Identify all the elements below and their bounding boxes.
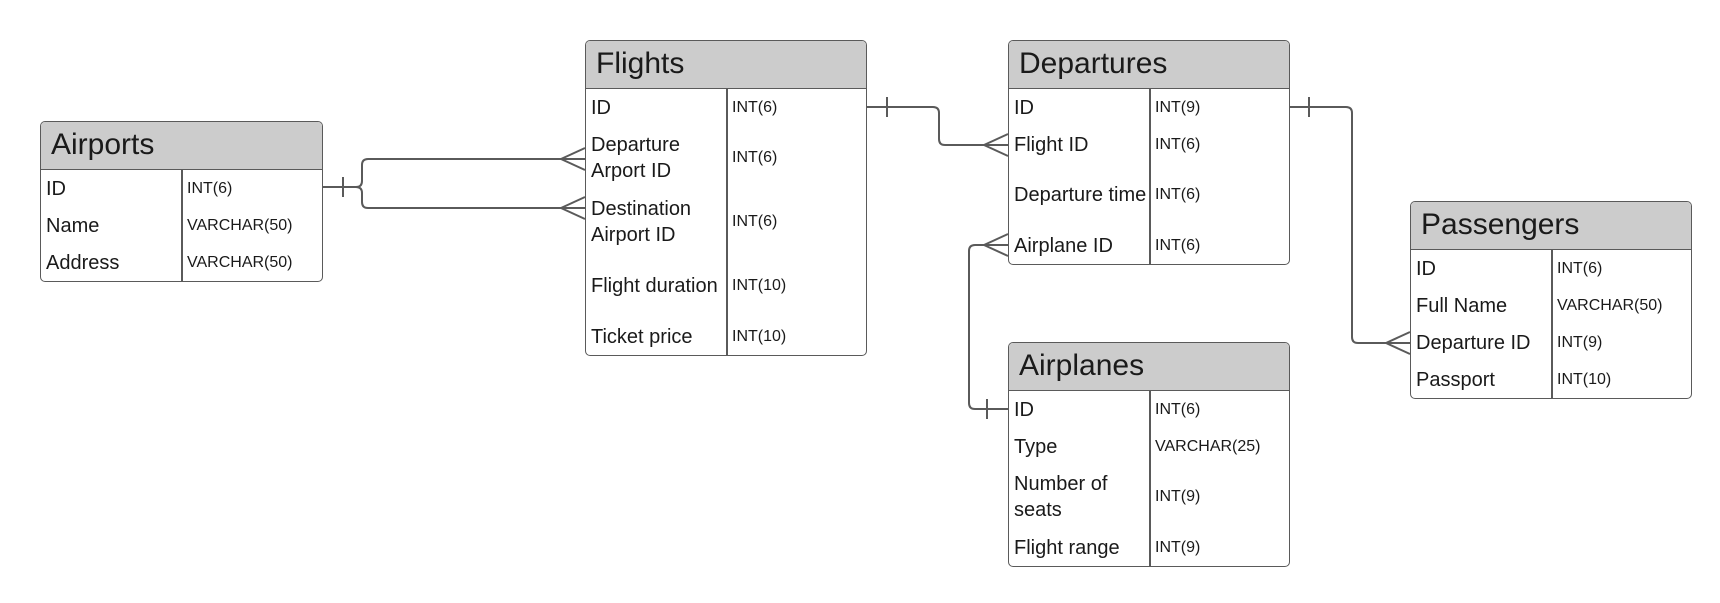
entity-airplanes: Airplanes ID INT(6) Type VARCHAR(25) Num… — [1008, 342, 1290, 567]
field-list: ID INT(6) Departure Arport ID INT(6) Des… — [586, 89, 866, 355]
field-type: VARCHAR(50) — [187, 216, 293, 234]
field-row: ID INT(6) — [586, 89, 866, 126]
entity-flights: Flights ID INT(6) Departure Arport ID IN… — [585, 40, 867, 356]
many-marker-departures-flight-b — [983, 144, 1009, 157]
entity-title: Airplanes — [1009, 343, 1289, 391]
field-name: Airplane ID — [1014, 234, 1113, 257]
column-divider — [726, 89, 728, 355]
field-name: Passport — [1416, 368, 1495, 391]
column-divider — [1149, 391, 1151, 566]
field-row: Flight range INT(9) — [1009, 529, 1289, 566]
field-type: INT(6) — [1155, 236, 1201, 254]
field-name: ID — [1014, 398, 1034, 421]
field-type: INT(6) — [1155, 400, 1201, 418]
field-row: Departure Arport ID INT(6) — [586, 126, 866, 190]
field-name: Departure time — [1014, 184, 1147, 206]
entity-title: Flights — [586, 41, 866, 89]
connector-airplanes-departures — [968, 244, 1008, 410]
field-list: ID INT(6) Full Name VARCHAR(50) Departur… — [1411, 250, 1691, 398]
field-row: ID INT(6) — [1411, 250, 1691, 287]
field-name: Flight ID — [1014, 133, 1089, 156]
field-name: Destination Airport ID — [591, 198, 692, 246]
field-list: ID INT(9) Flight ID INT(6) Departure tim… — [1009, 89, 1289, 264]
field-type: INT(9) — [1155, 488, 1201, 505]
field-name: Flight duration — [591, 275, 718, 297]
field-name: Address — [46, 251, 120, 274]
field-row: Ticket price INT(10) — [586, 318, 866, 355]
connector-flights-departures — [866, 106, 1008, 146]
connector-departures-passengers — [1288, 106, 1410, 344]
many-marker-flights-departure-b — [560, 158, 586, 171]
field-row: Number of seats INT(9) — [1009, 465, 1289, 529]
field-name: Type — [1014, 435, 1058, 458]
field-name: ID — [1416, 257, 1436, 280]
field-name: ID — [1014, 96, 1034, 119]
field-row: ID INT(6) — [41, 170, 322, 207]
field-type: VARCHAR(50) — [1557, 296, 1663, 314]
entity-title: Passengers — [1411, 202, 1691, 250]
field-row: Destination Airport ID INT(6) — [586, 190, 866, 254]
connector-airports-flights-destination — [355, 186, 585, 209]
field-name: Departure Arport ID — [591, 134, 680, 182]
field-row: ID INT(9) — [1009, 89, 1289, 126]
field-name: ID — [46, 177, 66, 200]
field-type: INT(9) — [1557, 333, 1603, 351]
field-type: INT(10) — [732, 277, 787, 294]
field-row: ID INT(6) — [1009, 391, 1289, 428]
field-row: Departure time INT(6) — [1009, 163, 1289, 227]
column-divider — [1551, 250, 1553, 398]
entity-airports: Airports ID INT(6) Name VARCHAR(50) Addr… — [40, 121, 323, 282]
entity-departures: Departures ID INT(9) Flight ID INT(6) De… — [1008, 40, 1290, 265]
field-row: Full Name VARCHAR(50) — [1411, 287, 1691, 324]
field-row: Flight duration INT(10) — [586, 254, 866, 318]
field-name: Flight range — [1014, 536, 1120, 559]
many-marker-flights-destination-a — [560, 196, 586, 209]
field-name: Number of seats — [1014, 473, 1108, 521]
field-name: Ticket price — [591, 325, 693, 348]
field-row: Name VARCHAR(50) — [41, 207, 322, 244]
field-type: INT(10) — [732, 327, 787, 345]
field-type: INT(9) — [1155, 538, 1201, 556]
field-row: Flight ID INT(6) — [1009, 126, 1289, 163]
field-type: INT(6) — [1557, 259, 1603, 277]
field-name: Departure ID — [1416, 331, 1531, 354]
many-marker-flights-destination-b — [560, 207, 586, 220]
field-name: Full Name — [1416, 294, 1508, 317]
field-type: INT(6) — [732, 149, 778, 166]
many-marker-departures-flight-a — [983, 133, 1009, 146]
many-marker-passengers-b — [1385, 342, 1411, 355]
many-marker-passengers-a — [1385, 331, 1411, 344]
field-type: INT(6) — [1155, 186, 1201, 203]
field-row: Passport INT(10) — [1411, 361, 1691, 398]
connector-airports-flights-departure — [322, 158, 585, 188]
field-type: INT(6) — [732, 213, 778, 230]
field-row: Type VARCHAR(25) — [1009, 428, 1289, 465]
many-marker-departures-airplane-a — [983, 233, 1009, 246]
many-marker-departures-airplane-b — [983, 244, 1009, 257]
field-type: INT(10) — [1557, 370, 1612, 388]
field-list: ID INT(6) Name VARCHAR(50) Address VARCH… — [41, 170, 322, 281]
field-type: INT(6) — [1155, 135, 1201, 153]
field-row: Airplane ID INT(6) — [1009, 227, 1289, 264]
field-row: Departure ID INT(9) — [1411, 324, 1691, 361]
field-type: INT(9) — [1155, 98, 1201, 116]
entity-passengers: Passengers ID INT(6) Full Name VARCHAR(5… — [1410, 201, 1692, 399]
column-divider — [181, 170, 183, 281]
field-name: ID — [591, 96, 611, 119]
field-list: ID INT(6) Type VARCHAR(25) Number of sea… — [1009, 391, 1289, 566]
many-marker-flights-departure-a — [560, 147, 586, 160]
field-type: VARCHAR(50) — [187, 253, 293, 271]
field-name: Name — [46, 214, 100, 237]
field-type: VARCHAR(25) — [1155, 437, 1261, 455]
field-type: INT(6) — [732, 98, 778, 116]
entity-title: Airports — [41, 122, 322, 170]
entity-title: Departures — [1009, 41, 1289, 89]
field-type: INT(6) — [187, 179, 233, 197]
field-row: Address VARCHAR(50) — [41, 244, 322, 281]
column-divider — [1149, 89, 1151, 264]
